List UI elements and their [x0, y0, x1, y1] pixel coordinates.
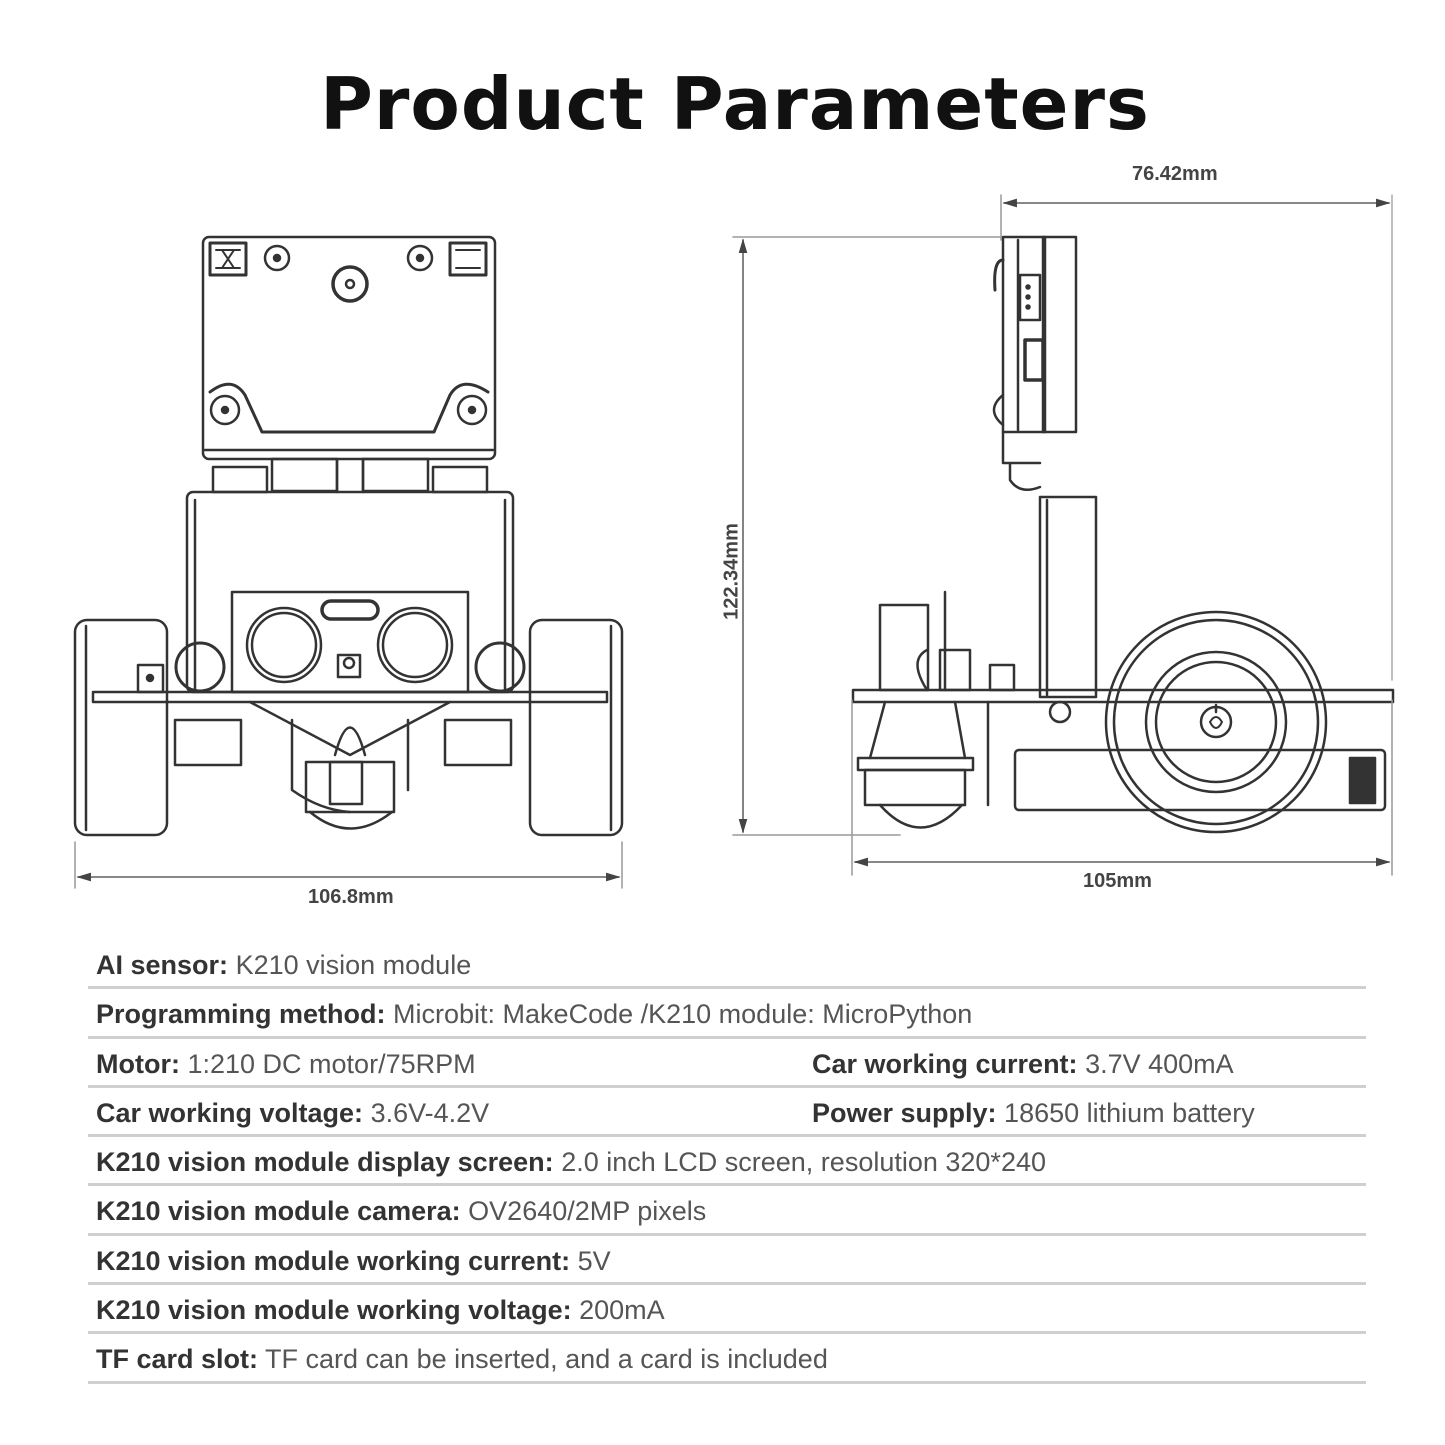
spec-label: K210 vision module display screen: [96, 1147, 554, 1178]
spec-label: K210 vision module working current: [96, 1245, 571, 1276]
spec-label: Programming method: [96, 999, 386, 1030]
spec-cell: K210 vision module working voltage: 200m… [96, 1295, 665, 1326]
spec-row-camera: K210 vision module camera: OV2640/2MP pi… [88, 1186, 1366, 1236]
spec-row-module-voltage: K210 vision module working voltage: 200m… [88, 1285, 1366, 1335]
page-title: Product Parameters [320, 62, 1150, 146]
spec-value: 3.6V-4.2V [370, 1097, 490, 1128]
spec-value: 2.0 inch LCD screen, resolution 320*240 [561, 1147, 1046, 1178]
spec-row-motor: Motor: 1:210 DC motor/75RPM Car working … [88, 1039, 1366, 1088]
spec-value: OV2640/2MP pixels [468, 1196, 707, 1227]
spec-value: 3.7V 400mA [1085, 1048, 1234, 1079]
spec-label: K210 vision module working voltage: [96, 1295, 572, 1326]
spec-cell: K210 vision module working current: 5V [96, 1246, 611, 1277]
spec-row-module-current: K210 vision module working current: 5V [88, 1236, 1366, 1286]
spec-value: 5V [577, 1245, 611, 1276]
spec-label: TF card slot: [96, 1344, 259, 1375]
spec-label: Car working current: [812, 1048, 1078, 1079]
dimension-side-height: 122.34mm [720, 523, 743, 620]
specs-table: AI sensor: K210 vision module Programmin… [88, 940, 1366, 1384]
spec-value: Microbit: MakeCode /K210 module: MicroPy… [393, 999, 973, 1030]
front-view-drawing [73, 235, 624, 889]
spec-value: 200mA [579, 1295, 665, 1326]
spec-label: Motor: [96, 1048, 180, 1079]
spec-cell: TF card slot: TF card can be inserted, a… [96, 1344, 828, 1375]
spec-cell: K210 vision module camera: OV2640/2MP pi… [96, 1196, 706, 1227]
dimension-side-length: 105mm [1083, 870, 1152, 892]
spec-cell: Programming method: Microbit: MakeCode /… [96, 999, 972, 1030]
spec-cell: Motor: 1:210 DC motor/75RPM [96, 1049, 476, 1080]
spec-row-tf-card: TF card slot: TF card can be inserted, a… [88, 1334, 1366, 1384]
spec-label: Car working voltage: [96, 1097, 364, 1128]
dimension-front-width: 106.8mm [308, 886, 394, 908]
spec-label: K210 vision module camera: [96, 1196, 461, 1227]
spec-row-voltage-power: Car working voltage: 3.6V-4.2V Power sup… [88, 1088, 1366, 1138]
spec-cell: K210 vision module display screen: 2.0 i… [96, 1147, 1046, 1178]
spec-value: 1:210 DC motor/75RPM [187, 1048, 476, 1079]
spec-cell: Car working voltage: 3.6V-4.2V [96, 1098, 489, 1129]
spec-label: AI sensor: [96, 950, 229, 980]
spec-value: 18650 lithium battery [1004, 1097, 1255, 1128]
spec-value: K210 vision module [235, 950, 472, 980]
dimension-top-width: 76.42mm [1132, 163, 1218, 185]
spec-cell: Power supply: 18650 lithium battery [812, 1098, 1255, 1129]
spec-cell: AI sensor: K210 vision module [96, 950, 471, 981]
spec-row-display-screen: K210 vision module display screen: 2.0 i… [88, 1137, 1366, 1187]
spec-cell: Car working current: 3.7V 400mA [812, 1049, 1234, 1080]
technical-drawings [73, 194, 1395, 889]
spec-row-ai-sensor: AI sensor: K210 vision module [88, 940, 1366, 990]
spec-row-programming-method: Programming method: Microbit: MakeCode /… [88, 989, 1366, 1039]
side-view-drawing [732, 194, 1395, 876]
spec-value: TF card can be inserted, and a card is i… [265, 1344, 828, 1375]
spec-label: Power supply: [812, 1097, 997, 1128]
